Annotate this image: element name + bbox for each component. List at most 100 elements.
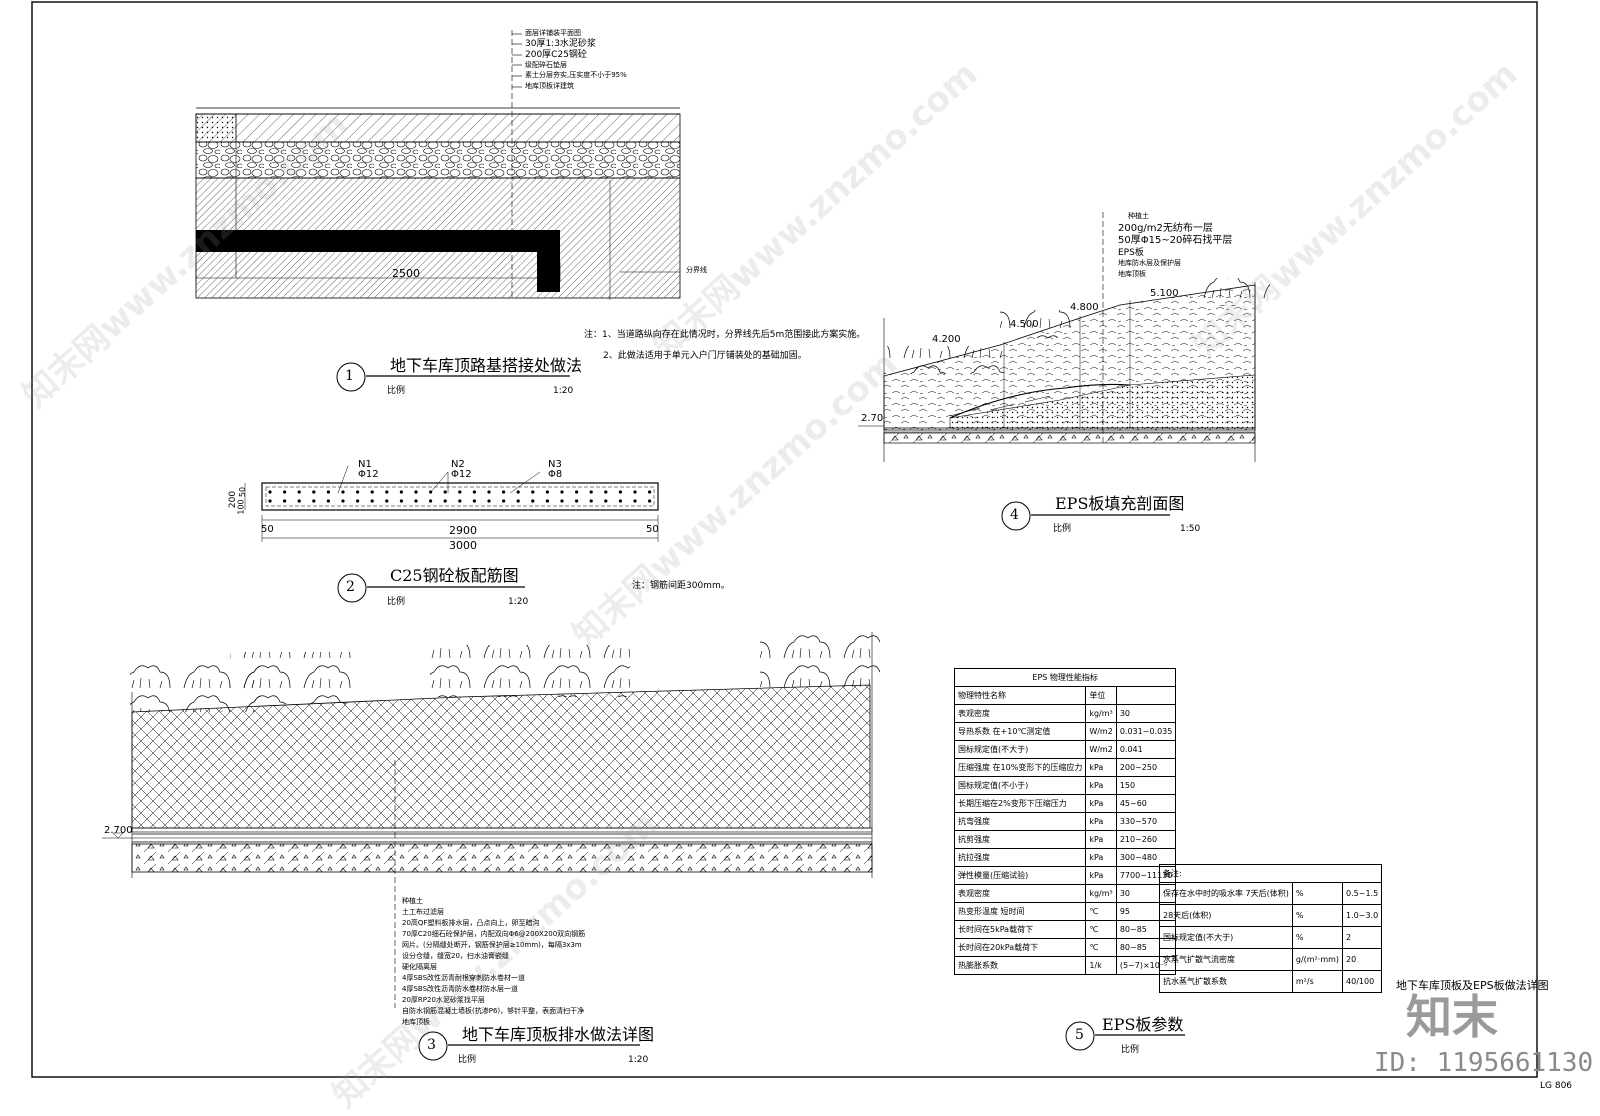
- eps-table-cell: 国标规定值(不大于): [953, 740, 1087, 759]
- rebar-dot: [414, 499, 418, 503]
- d4-elevation: 4.500: [1010, 319, 1039, 330]
- d4-layer-label: EPS板: [1118, 248, 1144, 258]
- eps-table-title: EPS 物理性能指标: [953, 668, 1177, 687]
- sheet-id: ID: 1195661130: [1374, 1048, 1594, 1078]
- rebar-dot: [370, 490, 374, 494]
- eps-remarks-cell: 40/100: [1342, 970, 1383, 993]
- d3-layer-label: 地库顶板: [402, 1018, 430, 1026]
- eps-table-cell: 150: [1115, 776, 1177, 795]
- rebar-dot: [399, 499, 403, 503]
- detail-3-section: [102, 632, 880, 1061]
- eps-header-cell: 物理特性名称: [953, 686, 1087, 705]
- d4-elevation: 2.70: [861, 413, 884, 424]
- rebar-dot: [268, 490, 272, 494]
- rebar-dot: [516, 490, 520, 494]
- eps-table-cell: 抗拉强度: [953, 848, 1087, 867]
- sheet-border: [31, 1, 1538, 1078]
- eps-table-cell: 表观密度: [953, 884, 1087, 903]
- d1-layer-label: 素土分层夯实,压实度不小于95%: [525, 71, 627, 79]
- d1-layer-label: 30厚1:3水泥砂浆: [525, 39, 596, 49]
- eps-remarks-cell: %: [1291, 904, 1344, 927]
- eps-table-cell: 热膨胀系数: [953, 956, 1087, 975]
- eps-header-cell: 单位: [1085, 686, 1117, 705]
- d3-layer-label: 种植土: [402, 897, 423, 905]
- d1-scale-label: 比例: [387, 386, 406, 396]
- eps-remarks-cell: 保存在水中时的吸水率 7天后(体积): [1159, 882, 1293, 905]
- rebar-dot: [283, 490, 287, 494]
- d1-dimension: 2500: [392, 267, 420, 280]
- eps-remarks-title: 备注:: [1158, 864, 1383, 883]
- eps-table-cell: 热变形温度 短时间: [953, 902, 1087, 921]
- d4-scale-label: 比例: [1053, 524, 1072, 534]
- eps-table-cell: ℃: [1085, 938, 1117, 957]
- d1-note: 2、此做法适用于单元入户门厅铺装处的基础加固。: [603, 351, 807, 361]
- rebar-dot: [604, 490, 608, 494]
- eps-table-cell: kPa: [1085, 830, 1117, 849]
- rebar-dot: [589, 490, 593, 494]
- rebar-dot: [531, 490, 535, 494]
- eps-table-cell: 抗弯强度: [953, 812, 1087, 831]
- d3-layer-label: 20高QF塑料板排水层，凸点向上，卵至暗沟: [402, 919, 540, 927]
- eps-table-cell: 压缩强度 在10%变形下的压缩应力: [953, 758, 1087, 777]
- d2-scale: 1:20: [508, 597, 529, 607]
- d4-layer-label: 200g/m2无纺布一层: [1118, 223, 1213, 234]
- rebar-dot: [312, 490, 316, 494]
- d2-dim-right: 50: [646, 524, 659, 535]
- rebar-dot: [385, 499, 389, 503]
- rebar-dot: [297, 490, 301, 494]
- rebar-dot: [487, 499, 491, 503]
- d5-scale-label: 比例: [1121, 1045, 1140, 1055]
- rebar-dot: [443, 499, 447, 503]
- eps-table-cell: kPa: [1085, 776, 1117, 795]
- d3-scale-label: 比例: [458, 1055, 477, 1065]
- eps-table-cell: kPa: [1085, 812, 1117, 831]
- d4-layer-label: 地库顶板: [1118, 270, 1146, 278]
- eps-table-cell: 1/k: [1085, 956, 1117, 975]
- rebar-dot: [385, 490, 389, 494]
- sheet-drawing-title: 地下车库顶板及EPS板做法详图: [1396, 979, 1549, 992]
- rebar-dot: [560, 490, 564, 494]
- rebar-dot: [283, 499, 287, 503]
- eps-table-cell: ℃: [1085, 920, 1117, 939]
- d2-rebar-id: N3: [548, 459, 562, 470]
- rebar-dot: [399, 490, 403, 494]
- d2-rebar-dia: Φ12: [451, 469, 472, 480]
- d2-number: 2: [346, 579, 355, 595]
- eps-remarks-cell: 2: [1342, 926, 1383, 949]
- eps-table-cell: 抗剪强度: [953, 830, 1087, 849]
- eps-table-cell: W/m2: [1085, 722, 1117, 741]
- rebar-dot: [560, 499, 564, 503]
- d1-title: 地下车库顶路基搭接处做法: [390, 356, 583, 375]
- d3-layer-label: 硬化隔离层: [402, 963, 437, 971]
- eps-remarks-cell: m²/s: [1291, 970, 1344, 993]
- rebar-dot: [604, 499, 608, 503]
- eps-remarks-cell: 抗水蒸气扩散系数: [1159, 970, 1293, 993]
- rebar-dot: [618, 490, 623, 494]
- eps-remarks-cell: 1.0~3.0: [1342, 904, 1383, 927]
- eps-table-cell: 国标规定值(不小于): [953, 776, 1087, 795]
- rebar-dot: [648, 499, 652, 503]
- eps-table-cell: ℃: [1085, 902, 1117, 921]
- detail-4-section: [858, 212, 1270, 531]
- detail-2-rebar-plan: [244, 465, 659, 603]
- eps-table-cell: kPa: [1085, 758, 1117, 777]
- d3-layer-label: 土工布过滤层: [402, 908, 444, 916]
- rebar-dot: [618, 499, 623, 503]
- rebar-dot: [575, 490, 579, 494]
- d4-elevation: 4.800: [1070, 302, 1099, 313]
- eps-table-cell: kg/m³: [1085, 704, 1117, 723]
- rebar-dot: [443, 490, 447, 494]
- eps-table-cell: 45~60: [1115, 794, 1177, 813]
- d4-title: EPS板填充剖面图: [1055, 494, 1185, 513]
- rebar-dot: [458, 490, 462, 494]
